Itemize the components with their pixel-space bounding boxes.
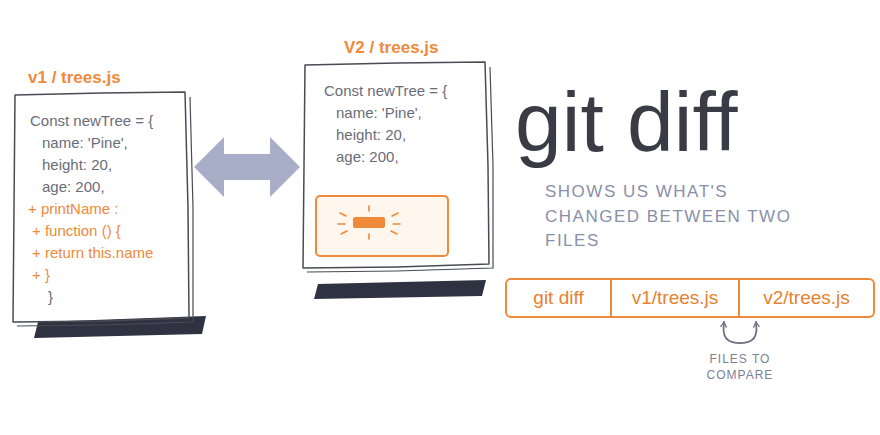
page-shadow	[314, 280, 486, 299]
command-cell: v2/trees.js	[740, 278, 875, 318]
code-line: + }	[12, 264, 192, 286]
file-name: V2 / trees.js	[302, 34, 492, 62]
code-line: + function () {	[12, 220, 192, 242]
curved-arrow	[723, 322, 756, 343]
command-text: git diff	[507, 280, 610, 316]
code-line: name: 'Pine',	[302, 102, 492, 124]
file-name: v1 / trees.js	[12, 64, 192, 92]
code-line: + return this.name	[12, 242, 192, 264]
code-line: + printName :	[12, 198, 192, 220]
command-text: v1/trees.js	[612, 280, 738, 316]
code-line: Const newTree = {	[302, 80, 492, 102]
callout-text: FILES TO COMPARE	[695, 352, 785, 383]
diagram-title: git diff	[515, 80, 738, 164]
compare-arrow	[194, 137, 300, 197]
command-text: v2/trees.js	[740, 280, 873, 316]
file-sheet: v1 / trees.jsConst newTree = {name: 'Pin…	[12, 64, 192, 324]
code-line: }	[12, 286, 192, 308]
command-cell: v1/trees.js	[612, 278, 740, 318]
command-cell: git diff	[505, 278, 612, 318]
subtitle-text: SHOWS US WHAT'S CHANGED BETWEEN TWO FILE…	[545, 180, 810, 254]
page-shadow	[34, 316, 206, 338]
code-line: age: 200,	[12, 176, 192, 198]
change-highlight	[316, 196, 448, 256]
code-line: height: 20,	[302, 124, 492, 146]
code-line: height: 20,	[12, 154, 192, 176]
file-sheet: V2 / trees.jsConst newTree = {name: 'Pin…	[302, 34, 492, 270]
code-line: age: 200,	[302, 146, 492, 168]
code-line: Const newTree = {	[12, 110, 192, 132]
code-line: name: 'Pine',	[12, 132, 192, 154]
removed-mark	[353, 217, 385, 228]
sparkle-lines	[338, 206, 400, 239]
